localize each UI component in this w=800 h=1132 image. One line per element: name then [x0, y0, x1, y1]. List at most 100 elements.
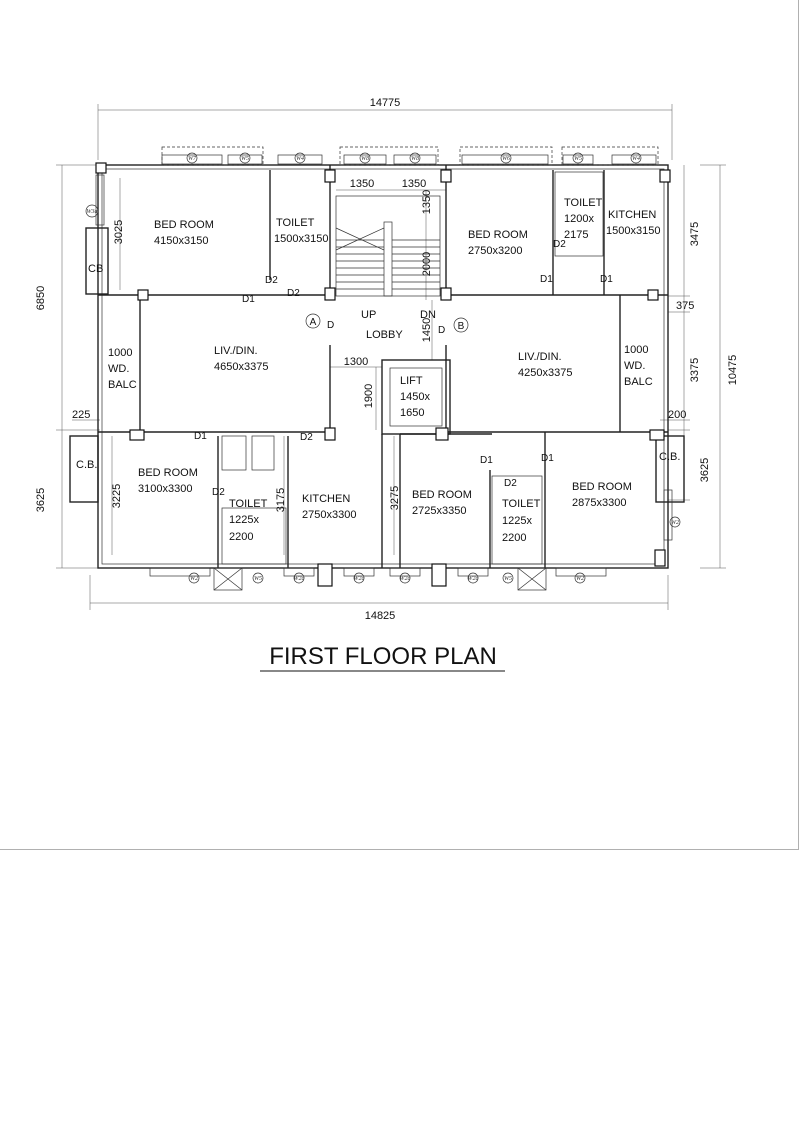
- window-tag: W2a: [400, 576, 411, 582]
- dim-top-width: 14775: [370, 97, 401, 109]
- door-label: D2: [504, 478, 517, 489]
- dim-right-lower: 3625: [699, 458, 711, 482]
- dim-right-200: 200: [668, 409, 686, 421]
- window-tag: W2a: [468, 576, 479, 582]
- balc-right-1: 1000: [624, 344, 648, 356]
- window-tag: W2: [190, 576, 198, 582]
- cb-left: C.B.: [76, 459, 97, 471]
- room-toilet-2-name: TOILET: [564, 197, 603, 209]
- window-tag: W2a: [294, 576, 305, 582]
- dim-right-total: 10475: [727, 355, 739, 386]
- dim-stair-len: 2000: [421, 252, 433, 276]
- door-label: D2: [265, 275, 278, 286]
- door-label: D2: [553, 239, 566, 250]
- dim-lift-1900: 1900: [363, 384, 375, 408]
- balc-left-1: 1000: [108, 347, 132, 359]
- room-bed-3-name: BED ROOM: [138, 467, 198, 479]
- window-tag: W2: [671, 520, 679, 526]
- room-bed-2-size: 2750x3200: [468, 245, 522, 257]
- balc-right-3: BALC: [624, 376, 653, 388]
- dim-bottom-width: 14825: [365, 610, 396, 622]
- window-tag: W6: [502, 156, 510, 162]
- door-label: D1: [540, 274, 553, 285]
- columns: [95, 162, 671, 587]
- dim-stair-left: 1350: [350, 178, 374, 190]
- plan-title: FIRST FLOOR PLAN: [269, 643, 497, 670]
- room-bed-2-name: BED ROOM: [468, 229, 528, 241]
- window-tag: W7: [188, 156, 197, 162]
- dim-right-top: 3475: [689, 222, 701, 246]
- room-bed-4-size: 2725x3350: [412, 505, 466, 517]
- marker-a: A: [310, 317, 317, 328]
- cupboard-labels: CB C.B. C.B.: [76, 263, 680, 471]
- dim-right-375: 375: [676, 300, 694, 312]
- room-toilet-4-name: TOILET: [502, 498, 541, 510]
- door-label: D: [438, 325, 445, 336]
- room-toilet-3-size2: 2200: [229, 531, 253, 543]
- windows-top: W7 W5 W4 W8 W8 W6 W5 W4: [161, 152, 657, 165]
- door-label: D: [327, 320, 334, 331]
- window-tag: W4: [296, 155, 304, 162]
- stair-dn-label: DN: [420, 309, 436, 321]
- window-tag: W2: [576, 576, 584, 582]
- dim-stair-right: 1350: [402, 178, 426, 190]
- room-liv-2-name: LIV./DIN.: [518, 351, 562, 363]
- room-toilet-1-name: TOILET: [276, 217, 315, 229]
- section-markers: A B: [305, 313, 469, 333]
- room-kitchen-2-size: 2750x3300: [302, 509, 356, 521]
- lift-name: LIFT: [400, 375, 423, 387]
- cb-right: C.B.: [659, 451, 680, 463]
- door-labels: D1 D2 D2 D D D1 D2 D1 D1 D2 D2 D1 D2 D1: [194, 239, 613, 498]
- dim-bed-lm-h: 3275: [389, 486, 401, 510]
- door-label: D2: [287, 288, 300, 299]
- dim-left-225: 225: [72, 409, 90, 421]
- stair-treads: [335, 227, 440, 290]
- room-bed-3-size: 3100x3300: [138, 483, 192, 495]
- room-bed-4-name: BED ROOM: [412, 489, 472, 501]
- door-label: D1: [242, 294, 255, 305]
- stair-up-label: UP: [361, 309, 376, 321]
- room-labels: BED ROOM 4150x3150 TOILET 1500x3150 BED …: [108, 197, 660, 544]
- dim-lift-1300: 1300: [344, 356, 368, 368]
- windows-bottom: W2 W5 W2a W2a W2a W2a W5 W2: [149, 567, 607, 584]
- window-tag: W5: [254, 576, 262, 582]
- marker-b: B: [458, 321, 465, 332]
- lift-size2: 1650: [400, 407, 424, 419]
- room-toilet-2-size2: 2175: [564, 229, 588, 241]
- marker-a-circle: [305, 313, 321, 329]
- dimension-labels: 14775 14825 6850 3625 10475 3475 3375 36…: [35, 97, 739, 622]
- drawing-sheet: [0, 0, 799, 850]
- lobby-label: LOBBY: [366, 329, 403, 341]
- room-kitchen-2-name: KITCHEN: [302, 493, 350, 505]
- room-bed-1-size: 4150x3150: [154, 235, 208, 247]
- window-tag: W5: [241, 156, 249, 162]
- room-bed-5-name: BED ROOM: [572, 481, 632, 493]
- dim-left-lower: 3625: [35, 488, 47, 512]
- door-label: D1: [480, 455, 493, 466]
- room-toilet-3-size1: 1225x: [229, 514, 259, 526]
- room-liv-1-size: 4650x3375: [214, 361, 268, 373]
- door-label: D2: [300, 432, 313, 443]
- window-tag: W5: [504, 576, 512, 582]
- dim-bed-ll-h: 3225: [111, 484, 123, 508]
- balc-left-3: BALC: [108, 379, 137, 391]
- room-toilet-4-size1: 1225x: [502, 515, 532, 527]
- stair-labels: UP DN: [361, 309, 436, 321]
- walls: [69, 146, 685, 591]
- door-label: D2: [212, 487, 225, 498]
- dim-bed1-h: 3025: [113, 220, 125, 244]
- dim-right-mid: 3375: [689, 358, 701, 382]
- room-liv-2-size: 4250x3375: [518, 367, 572, 379]
- balc-left-2: WD.: [108, 363, 129, 375]
- windows-side: W3a W2: [85, 174, 681, 541]
- dimension-lines: [56, 104, 726, 610]
- window-tag: W8: [411, 156, 419, 162]
- dim-stair-side: 1350: [421, 190, 433, 214]
- lift-size1: 1450x: [400, 391, 430, 403]
- door-label: D1: [194, 431, 207, 442]
- room-toilet-4-size2: 2200: [502, 532, 526, 544]
- window-tag: W4: [632, 155, 640, 162]
- cb-top-left: CB: [88, 263, 103, 275]
- room-toilet-2-size1: 1200x: [564, 213, 594, 225]
